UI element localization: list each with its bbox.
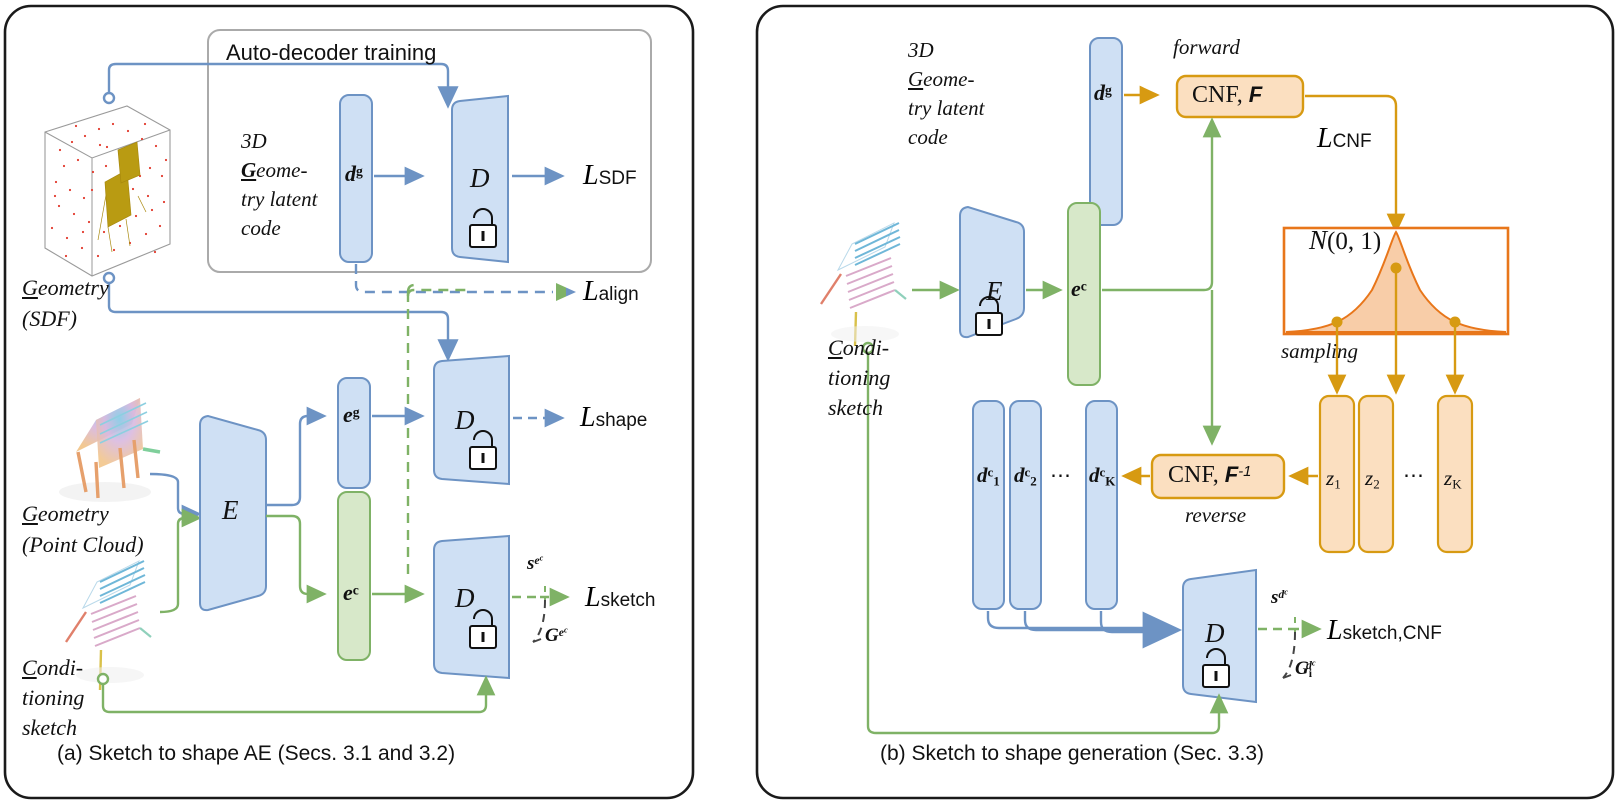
- z-bar-K: [1436, 394, 1474, 554]
- flow-label-sampling: sampling: [1281, 339, 1359, 363]
- encoder-label-a: E: [222, 495, 239, 525]
- input-label-conditioning-sketch-a: Condi- tioning sketch: [22, 655, 85, 740]
- latent-bar-eg: [337, 377, 371, 489]
- label-dc-2: dc2: [1014, 463, 1037, 489]
- gaussian-label: N(0, 1): [1309, 225, 1382, 255]
- loss-cnf: LCNF: [1317, 123, 1372, 154]
- latent-code-caption-a: 3D Geome- try latent code: [241, 129, 318, 240]
- decoder-b: [1182, 568, 1257, 704]
- lock-icon-group: [469, 208, 1230, 688]
- sketch-gt-G-dc: Gidc: [1295, 658, 1316, 680]
- label-z-K: zK: [1444, 466, 1462, 492]
- label-dc-ellipsis: ⋯: [1050, 463, 1073, 487]
- decoder-label-top-a: D: [470, 163, 490, 193]
- panel-b-caption: (b) Sketch to shape generation (Sec. 3.3…: [880, 742, 1265, 765]
- sketch-chair-thumb-b: [820, 221, 907, 347]
- sketch-gt-G: Gec: [545, 625, 568, 646]
- loss-sketch-cnf: Lsketch,CNF: [1327, 615, 1442, 646]
- cnf-forward-box: [1175, 74, 1305, 119]
- label-dc-K: dcK: [1089, 463, 1116, 489]
- label-dg-b: dg: [1094, 80, 1112, 105]
- input-label-geometry-pc: Geometry (Point Cloud): [22, 501, 144, 557]
- loss-shape: Lshape: [580, 402, 648, 433]
- encoder-label-b: E: [986, 276, 1003, 306]
- sketch-output-s: sec: [527, 553, 544, 574]
- decoder-label-b: D: [1205, 618, 1225, 648]
- dc-bar-2: [1009, 400, 1042, 610]
- auto-decoder-box-title: Auto-decoder training: [226, 40, 437, 65]
- label-z-1: z1: [1326, 466, 1341, 492]
- encoder-b: [959, 205, 1025, 339]
- encoder-a: [199, 414, 267, 612]
- decoder-top-a: [451, 94, 509, 264]
- input-label-conditioning-sketch-b: Condi- tioning sketch: [828, 335, 891, 420]
- z-bar-2: [1357, 394, 1395, 554]
- label-ec: ec: [343, 580, 359, 605]
- sketch-output-s-dc: sdc: [1271, 587, 1288, 608]
- dc-bar-1: [972, 400, 1005, 610]
- loss-sdf: LSDF: [583, 160, 637, 191]
- dc-bar-K: [1085, 400, 1118, 610]
- loss-align: Lalign: [583, 276, 639, 307]
- z-bar-1: [1318, 394, 1356, 554]
- label-z-2: z2: [1365, 466, 1380, 492]
- cnf-forward-label: CNF, F: [1192, 82, 1263, 108]
- latent-bar-dg: [339, 94, 373, 263]
- latent-bar-ec-b: [1067, 202, 1101, 386]
- sdf-cube-thumb: [44, 105, 171, 277]
- cnf-reverse-label: CNF, F-1: [1168, 462, 1252, 488]
- label-dc-1: dc1: [977, 463, 1000, 489]
- label-ec-b: ec: [1071, 276, 1087, 301]
- point-cloud-chair-thumb: [59, 398, 161, 502]
- latent-code-caption-b: 3D Geome- try latent code: [908, 38, 985, 149]
- label-eg: eg: [343, 402, 360, 427]
- loss-sketch: Lsketch: [585, 582, 656, 613]
- input-label-geometry-sdf: Geometry (SDF): [22, 275, 109, 331]
- flow-label-reverse: reverse: [1185, 503, 1247, 527]
- cnf-reverse-box: [1150, 453, 1286, 500]
- latent-bar-dg-b: [1089, 37, 1123, 226]
- latent-bar-ec: [337, 491, 371, 661]
- panel-a-caption: (a) Sketch to shape AE (Secs. 3.1 and 3.…: [57, 742, 456, 765]
- flow-label-forward: forward: [1173, 35, 1240, 59]
- label-z-ellipsis: ⋯: [1403, 463, 1426, 487]
- decoder-label-sketch-a: D: [455, 583, 475, 613]
- decoder-label-shape-a: D: [455, 405, 475, 435]
- label-dg-a: dg: [345, 161, 363, 186]
